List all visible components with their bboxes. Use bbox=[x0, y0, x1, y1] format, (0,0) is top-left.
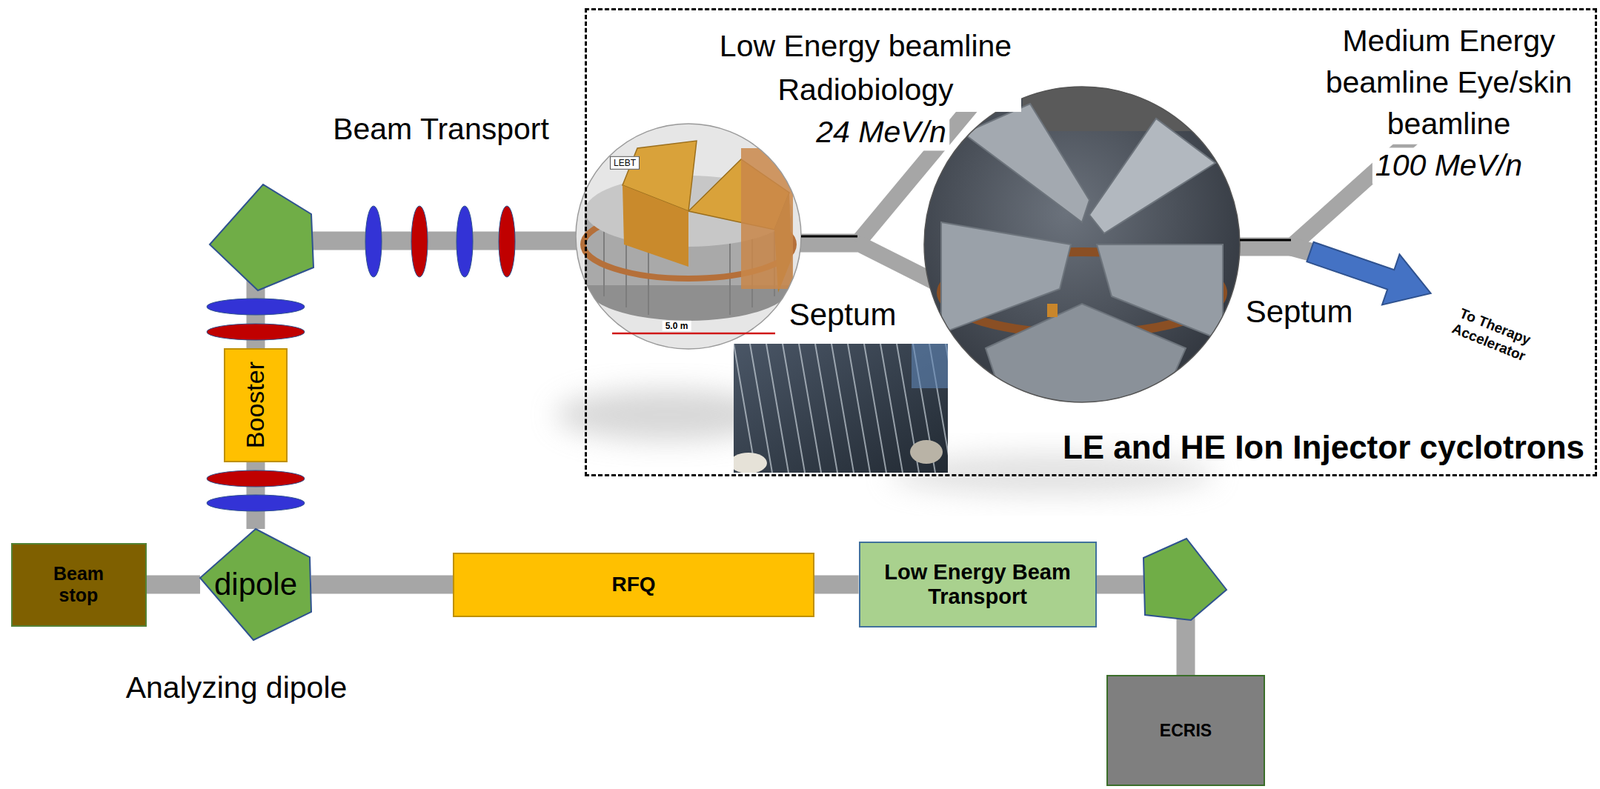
wall-texture bbox=[1022, 86, 1240, 132]
photo-ground bbox=[733, 343, 948, 473]
septum-mark bbox=[1239, 239, 1291, 242]
quadrupole bbox=[411, 206, 428, 278]
booster-box: Booster bbox=[223, 348, 288, 463]
ecris-box: ECRIS bbox=[1106, 675, 1266, 787]
quadrupole bbox=[456, 206, 473, 278]
quadrupole bbox=[206, 495, 305, 512]
dimension-label: 5.0 m bbox=[662, 320, 692, 332]
beam-pipe bbox=[814, 575, 859, 595]
septum-photo bbox=[733, 343, 948, 473]
beamline-label: Medium Energy beamline Eye/skin beamline bbox=[1310, 20, 1587, 145]
rfq-box: RFQ bbox=[452, 552, 815, 618]
scale-bar bbox=[612, 332, 776, 335]
analyzing-dipole: dipole bbox=[200, 529, 312, 641]
bending-dipole bbox=[209, 184, 314, 291]
quadrupole bbox=[206, 470, 305, 487]
photo-detail bbox=[733, 452, 768, 473]
picture-frame bbox=[575, 123, 802, 350]
picture-ground bbox=[575, 123, 802, 350]
quadrupole bbox=[498, 206, 516, 278]
beam-pipe bbox=[311, 575, 453, 595]
sector-magnet bbox=[985, 303, 1186, 416]
part-label: Analyzing dipole bbox=[125, 669, 348, 707]
dipole-outline bbox=[200, 529, 312, 641]
bending-dipole bbox=[1143, 538, 1227, 621]
septum-mark bbox=[801, 235, 858, 238]
part-label: Septum bbox=[789, 296, 897, 334]
section-label: Beam Transport bbox=[332, 111, 550, 148]
node-label: Low Energy Beam Transport bbox=[870, 560, 1085, 610]
energy-label: 100 MeV/n bbox=[1372, 147, 1526, 184]
node-label: Beam stop bbox=[37, 563, 120, 607]
rf-component bbox=[1047, 303, 1058, 318]
beam-stop-box: Beam stop bbox=[11, 543, 147, 627]
le-cyclotron-picture bbox=[575, 123, 802, 350]
energy-label: 24 MeV/n bbox=[812, 114, 950, 151]
septum-plates bbox=[733, 343, 948, 473]
node-label: dipole bbox=[214, 566, 298, 603]
beamline-label: Low Energy beamline Radiobiology bbox=[709, 24, 1022, 112]
photo-detail bbox=[911, 343, 948, 389]
node-label: Booster bbox=[240, 361, 270, 449]
quadrupole bbox=[365, 206, 382, 278]
picture-tag: LEBT bbox=[609, 156, 640, 170]
photo-detail bbox=[910, 440, 943, 464]
node-label: ECRIS bbox=[1159, 721, 1212, 741]
he-cyclotron-picture bbox=[924, 86, 1240, 416]
quadrupole bbox=[206, 323, 305, 341]
region-heading: LE and HE Ion Injector cyclotrons bbox=[1062, 429, 1585, 467]
pole-block bbox=[741, 148, 793, 290]
destination-label: To Therapy Accelerator bbox=[1440, 301, 1543, 370]
picture-frame bbox=[924, 86, 1240, 403]
quadrupole bbox=[206, 298, 305, 315]
sector-magnet bbox=[941, 222, 1071, 334]
node-label: RFQ bbox=[611, 572, 656, 597]
pole-sector-side bbox=[622, 185, 689, 267]
part-label: Septum bbox=[1245, 293, 1354, 331]
beam-pipe bbox=[146, 575, 201, 595]
lebt-box: Low Energy Beam Transport bbox=[858, 541, 1097, 628]
